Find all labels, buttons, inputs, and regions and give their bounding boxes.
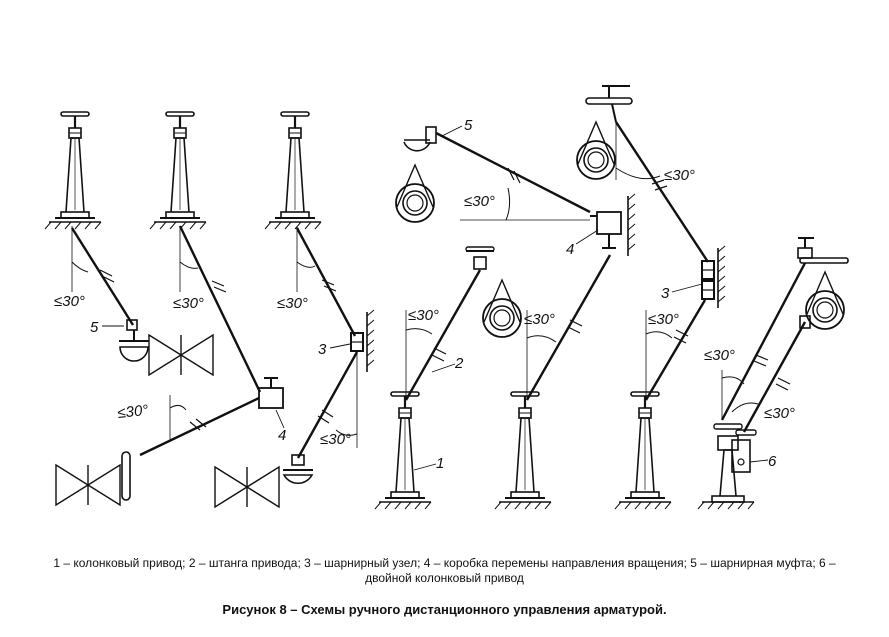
part-label-4: 4 [566, 241, 574, 258]
angle-labels: ≤30° ≤30° ≤30° ≤30° ≤30° ≤30° ≤30° ≤30° … [54, 167, 795, 448]
part-label-2: 2 [454, 355, 464, 372]
scheme-e [374, 246, 495, 510]
part-label-3: 3 [661, 285, 670, 302]
drive-rod [614, 121, 710, 263]
angle-label: ≤30° [408, 307, 439, 324]
figure-caption: Рисунок 8 – Схемы ручного дистанционного… [222, 602, 667, 617]
scheme-a [44, 110, 214, 376]
part-label-3: 3 [318, 341, 327, 358]
angle-label: ≤30° [117, 402, 150, 422]
angle-label: ≤30° [648, 311, 679, 328]
part-label-4: 4 [278, 427, 286, 444]
angle-label: ≤30° [704, 347, 735, 364]
reversing-gearbox [258, 387, 284, 409]
angle-label: ≤30° [764, 405, 795, 422]
angle-label: ≤30° [464, 193, 495, 210]
drive-rod [720, 262, 807, 421]
part-label-5: 5 [464, 117, 473, 134]
part-labels: 1 2 3 3 4 4 5 5 6 [90, 117, 777, 472]
part-label-1: 1 [436, 455, 444, 472]
angle-label: ≤30° [54, 293, 85, 310]
part-label-5: 5 [90, 319, 99, 336]
angle-label: ≤30° [524, 311, 555, 328]
scheme-h [697, 237, 849, 510]
control-schemes-figure: ≤30° ≤30° ≤30° ≤30° ≤30° ≤30° ≤30° ≤30° … [44, 85, 849, 510]
double-column-drive [697, 423, 757, 510]
reversing-gearbox [596, 211, 622, 235]
scheme-d [395, 126, 636, 257]
scheme-b [55, 110, 284, 506]
scheme-c [214, 110, 375, 508]
figure-legend: 1 – колонковый привод; 2 – штанга привод… [53, 556, 836, 585]
drive-rod [404, 269, 482, 401]
angle-label: ≤30° [664, 167, 695, 184]
drive-rod [435, 131, 591, 214]
angle-label: ≤30° [277, 295, 308, 312]
part-label-6: 6 [768, 453, 777, 470]
scheme-g [576, 85, 726, 510]
angle-label: ≤30° [320, 431, 351, 448]
scheme-f [482, 254, 612, 510]
drive-rod [178, 225, 262, 393]
angle-label: ≤30° [173, 295, 204, 312]
